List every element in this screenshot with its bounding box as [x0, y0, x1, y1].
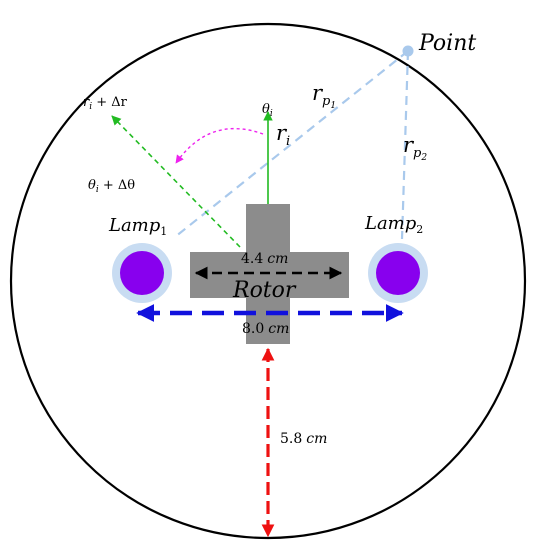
lamp-2 — [368, 243, 428, 303]
point-label: Point — [418, 31, 476, 56]
theta-plus-dtheta-label: θi + Δθ — [88, 178, 135, 195]
r-p1-label: rp1 — [312, 81, 336, 111]
r-i-dr-arrow — [111, 115, 241, 248]
r-i-label: ri — [276, 121, 290, 149]
delta-theta-arc — [175, 127, 264, 164]
lamp-2-label: Lamp2 — [364, 213, 423, 236]
r-p2-label: rp2 — [403, 133, 427, 163]
rotor-label: Rotor — [232, 278, 297, 303]
line-r-p1 — [174, 50, 409, 238]
boundary-circle — [9, 22, 527, 540]
lamp-1 — [112, 243, 172, 303]
lamp-1-label: Lamp1 — [108, 215, 167, 238]
r-i-plus-dr-label: ri + Δr — [83, 95, 128, 112]
point-marker — [402, 45, 414, 57]
line-r-p2 — [400, 50, 410, 240]
theta-i-label: θi — [262, 102, 273, 119]
